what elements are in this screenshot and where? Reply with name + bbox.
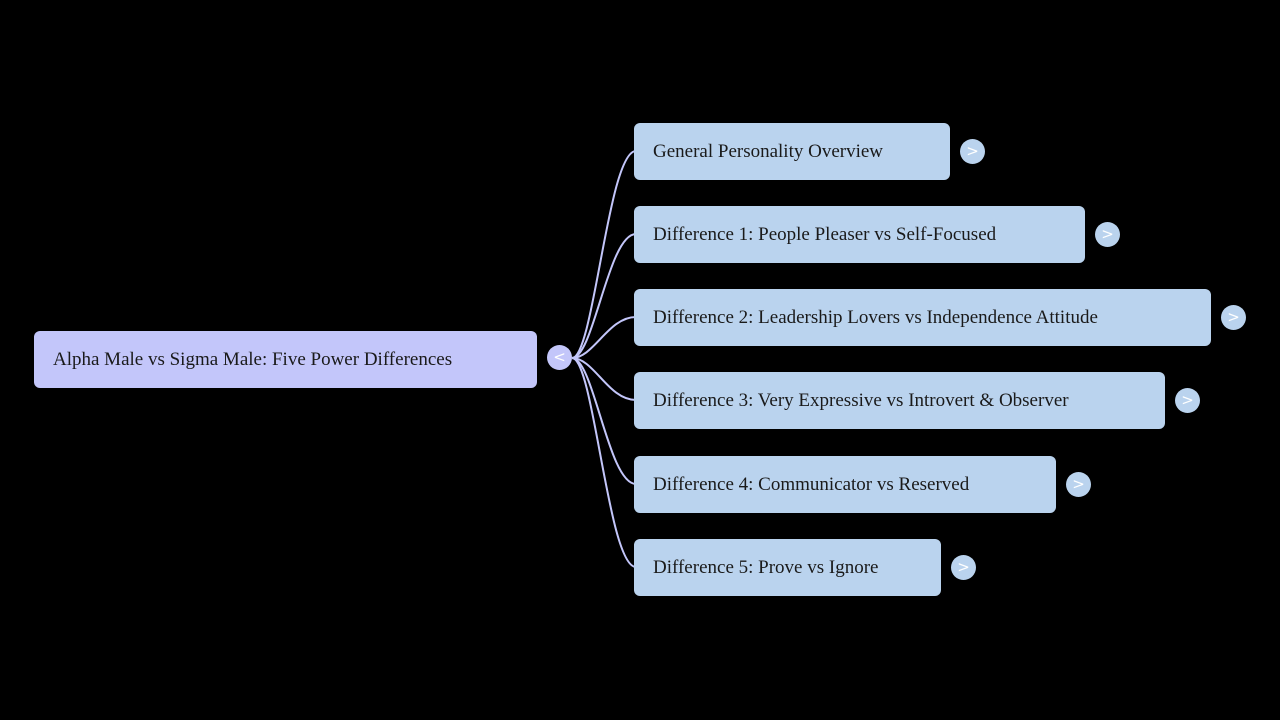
collapse-toggle-icon[interactable]: < (547, 345, 572, 370)
connector-line (571, 357, 637, 401)
child-node-label: General Personality Overview (653, 140, 884, 162)
child-node-difference-2[interactable]: Difference 2: Leadership Lovers vs Indep… (634, 289, 1211, 346)
connector-line (571, 150, 637, 359)
connector-line (571, 357, 637, 485)
expand-toggle-icon[interactable]: > (1095, 222, 1120, 247)
child-node-overview[interactable]: General Personality Overview (634, 123, 950, 180)
expand-toggle-icon[interactable]: > (1066, 472, 1091, 497)
child-node-label: Difference 1: People Pleaser vs Self-Foc… (653, 223, 997, 245)
connector-line (571, 316, 637, 359)
child-node-difference-3[interactable]: Difference 3: Very Expressive vs Introve… (634, 372, 1165, 429)
connector-line (571, 357, 637, 568)
root-node[interactable]: Alpha Male vs Sigma Male: Five Power Dif… (34, 331, 537, 388)
child-node-label: Difference 4: Communicator vs Reserved (653, 473, 970, 495)
expand-toggle-icon[interactable]: > (960, 139, 985, 164)
expand-toggle-icon[interactable]: > (1175, 388, 1200, 413)
child-node-label: Difference 5: Prove vs Ignore (653, 556, 879, 578)
child-node-difference-4[interactable]: Difference 4: Communicator vs Reserved (634, 456, 1056, 513)
child-node-difference-1[interactable]: Difference 1: People Pleaser vs Self-Foc… (634, 206, 1085, 263)
child-node-label: Difference 2: Leadership Lovers vs Indep… (653, 306, 1098, 328)
child-node-label: Difference 3: Very Expressive vs Introve… (653, 389, 1069, 411)
expand-toggle-icon[interactable]: > (1221, 305, 1246, 330)
child-node-difference-5[interactable]: Difference 5: Prove vs Ignore (634, 539, 941, 596)
connector-line (571, 233, 637, 359)
expand-toggle-icon[interactable]: > (951, 555, 976, 580)
root-node-label: Alpha Male vs Sigma Male: Five Power Dif… (53, 348, 453, 370)
